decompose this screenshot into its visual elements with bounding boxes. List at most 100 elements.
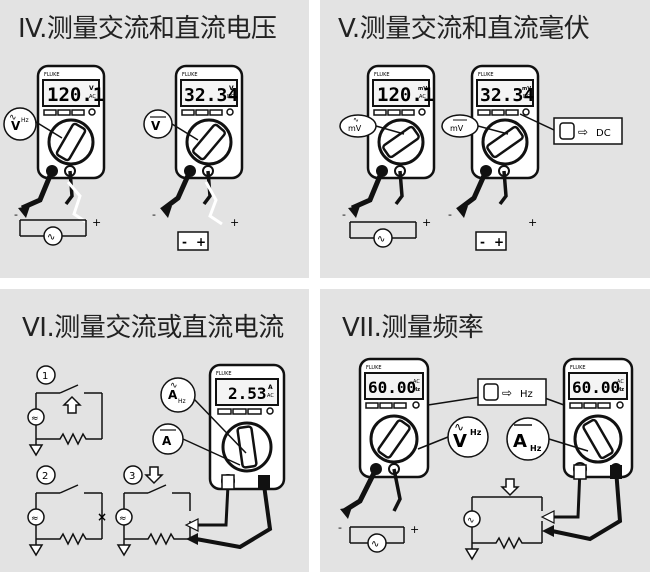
lcd-reading: 2.53: [228, 384, 267, 403]
dc-label: DC: [596, 128, 611, 139]
black-probe-tip: [186, 533, 198, 545]
lcd-reading: 120.1: [47, 84, 104, 106]
black-probe-tip: [456, 206, 468, 218]
brand-label: FLUKE: [182, 72, 198, 78]
red-probe-lead: [202, 170, 212, 206]
panel-title: V.测量交流和直流毫伏: [338, 14, 590, 44]
minus-sign: -: [152, 208, 156, 221]
multimeter-frequency-right: FLUKE 60.00 AC Hz: [562, 357, 634, 479]
button-icon: [559, 122, 575, 140]
minus-sign: -: [338, 521, 342, 534]
callout-sub: Hz: [21, 117, 29, 124]
lcd-mode: AC: [267, 393, 274, 399]
ac-source-icon: [43, 226, 63, 246]
millivolt-diagram: FLUKE 120.1 mV AC mV ∿ ∿ - + F: [339, 64, 623, 251]
callout-sub: Hz: [530, 444, 542, 453]
meter-buttons: [373, 108, 426, 116]
lcd-unit: mV: [418, 86, 427, 92]
multimeter-ac-millivolts: FLUKE 120.1 mV AC: [366, 64, 436, 180]
dial-knob: [382, 125, 420, 159]
lcd-reading: 120.1: [377, 84, 434, 106]
meter-buttons: [43, 108, 96, 116]
red-probe-lead: [394, 170, 404, 206]
battery-minus: -: [480, 235, 485, 249]
minus-sign: -: [448, 208, 452, 221]
step-number: 1: [42, 371, 48, 382]
lcd-reading: 60.00: [572, 378, 620, 397]
black-probe-lead: [350, 170, 385, 211]
arrow-icon: ⇨: [502, 386, 512, 400]
svg-text:∿: ∿: [377, 234, 385, 245]
black-probe-tip: [160, 206, 172, 218]
red-probe-lead: [64, 170, 74, 206]
lcd-unit: mV: [522, 86, 531, 92]
battery-icon: [177, 231, 209, 251]
minus-sign: -: [342, 208, 346, 221]
ac-source-icon: [373, 228, 393, 248]
callout-symbol: mV: [348, 124, 362, 133]
ac-voltage-callout: [3, 107, 37, 141]
lcd-reading: 32.34: [184, 85, 238, 106]
multimeter-dc-millivolts: FLUKE 32.34 mV DC: [470, 64, 540, 180]
battery-minus: -: [182, 235, 187, 249]
ac-source-wave: ≈: [31, 414, 39, 424]
ac-wave-icon: ∿: [9, 113, 17, 123]
panel-title: VI.测量交流或直流电流: [22, 313, 284, 343]
lcd-reading: 60.00: [368, 378, 416, 397]
callout-symbol: mV: [450, 124, 464, 133]
plus-sign: +: [528, 216, 537, 229]
svg-text:∿: ∿: [467, 516, 475, 526]
lcd-mode: AC: [617, 379, 624, 385]
plus-sign: +: [230, 216, 239, 229]
svg-text:∿: ∿: [170, 381, 178, 391]
lcd-unit: Hz: [617, 387, 624, 393]
black-probe-tip: [348, 206, 360, 218]
svg-text:∿: ∿: [371, 539, 379, 550]
lcd-mode: AC: [419, 94, 426, 100]
lcd-mode: AC: [413, 379, 420, 385]
red-probe-lead: [498, 170, 508, 206]
black-probe-lead: [456, 169, 489, 212]
black-probe-lead: [551, 468, 623, 542]
ac-current-callout: [160, 377, 196, 413]
black-probe-tip: [18, 206, 30, 218]
circuit-step-2: [27, 465, 103, 557]
minus-sign: -: [14, 208, 18, 221]
meter-buttons: [181, 108, 234, 116]
red-probe-lead-outline: [66, 181, 87, 224]
brand-label: FLUKE: [478, 72, 494, 78]
dial-knob: [236, 425, 258, 469]
red-probe-lead-outline: [204, 181, 223, 226]
red-probe-tip: [540, 510, 555, 524]
callout-sub: Hz: [178, 398, 186, 405]
brand-label: FLUKE: [366, 365, 382, 371]
plus-sign: +: [422, 216, 431, 229]
multimeter-frequency-left: FLUKE 60.00 AC Hz: [358, 357, 430, 479]
meter-buttons: [365, 401, 420, 409]
plus-sign: +: [92, 216, 101, 229]
black-probe-tip: [340, 507, 352, 519]
meter-buttons: [217, 407, 274, 415]
brand-label: FLUKE: [374, 72, 390, 78]
dial-knob: [582, 418, 614, 460]
panel-ac-dc-voltage: IV.测量交流和直流电压 FLUKE 120.1 V AC V Hz ∿: [0, 0, 309, 278]
black-probe-lead: [195, 484, 273, 550]
lcd-mode: AC: [89, 94, 96, 100]
dial-knob: [55, 122, 87, 162]
brand-label: FLUKE: [570, 365, 586, 371]
circuit-step-3: [115, 465, 191, 557]
lcd-unit: Hz: [413, 387, 420, 393]
brand-label: FLUKE: [44, 72, 60, 78]
circuit-step-1: [27, 365, 103, 457]
ac-source-wave: ∿: [47, 232, 55, 243]
battery-plus: +: [196, 235, 206, 249]
callout-symbol: A: [168, 388, 178, 402]
multimeter-dc-voltage: FLUKE 32.34 V DC: [174, 64, 244, 180]
lcd-unit: A: [268, 384, 273, 391]
red-probe-tip: [184, 518, 199, 532]
lcd-mode: DC: [227, 94, 235, 100]
voltage-diagram: FLUKE 120.1 V AC V Hz ∿ ∿ - +: [3, 64, 244, 251]
callout-symbol: A: [162, 434, 172, 448]
meter-buttons: [569, 401, 624, 409]
callout-symbol: V: [151, 119, 161, 133]
